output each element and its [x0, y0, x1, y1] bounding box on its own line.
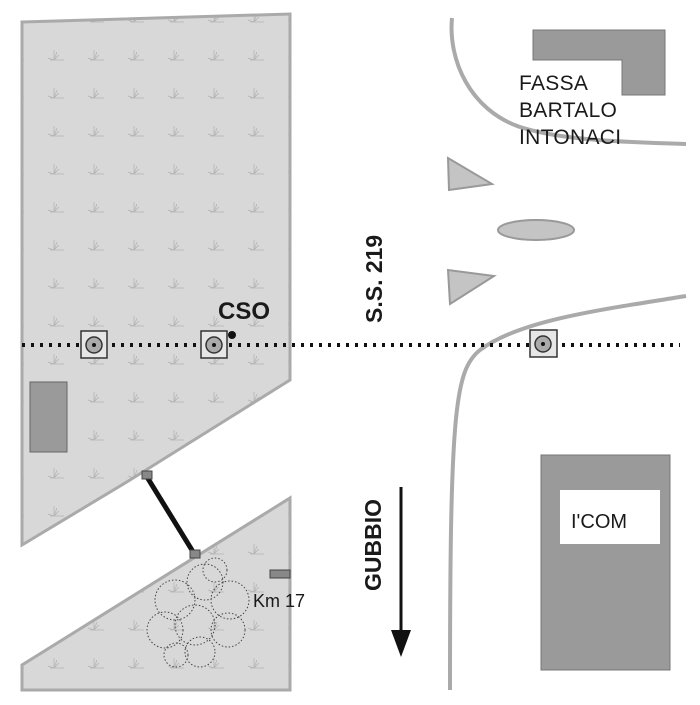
- road-edge-bottom-right: [448, 294, 687, 691]
- building-left: [29, 381, 68, 453]
- station-marker: [80, 330, 108, 359]
- building-fassa: [532, 29, 666, 96]
- tree-cluster: [146, 557, 250, 668]
- km-marker-post: [269, 569, 291, 579]
- company-label-line: FASSA: [519, 72, 589, 95]
- bridge: [144, 475, 198, 557]
- company-label: FASSA BARTALO INTONACI: [519, 70, 621, 151]
- site-label: CSO: [218, 298, 271, 325]
- cso-point: [228, 331, 236, 339]
- traffic-island-lower: [446, 268, 497, 306]
- kilometer-label: Km 17: [253, 591, 306, 611]
- company-label-line: INTONACI: [519, 126, 622, 149]
- store-label-box: [560, 490, 660, 544]
- direction-label: GUBBIO: [360, 499, 386, 591]
- traffic-island-upper: [446, 156, 495, 192]
- company-label-line: BARTALO: [519, 99, 618, 122]
- direction-arrow-head: [391, 630, 411, 657]
- field-left: [20, 12, 292, 548]
- traffic-island-oval: [497, 219, 575, 241]
- station-marker: [200, 330, 228, 359]
- building-icom: [540, 454, 671, 671]
- store-label: I'COM: [571, 511, 628, 533]
- station-marker: [529, 329, 558, 358]
- field-lower: [20, 495, 292, 692]
- bridge-end: [141, 470, 153, 480]
- bridge-end: [189, 549, 201, 559]
- road-label: S.S. 219: [361, 234, 387, 323]
- road-edge-top-right: [449, 17, 687, 146]
